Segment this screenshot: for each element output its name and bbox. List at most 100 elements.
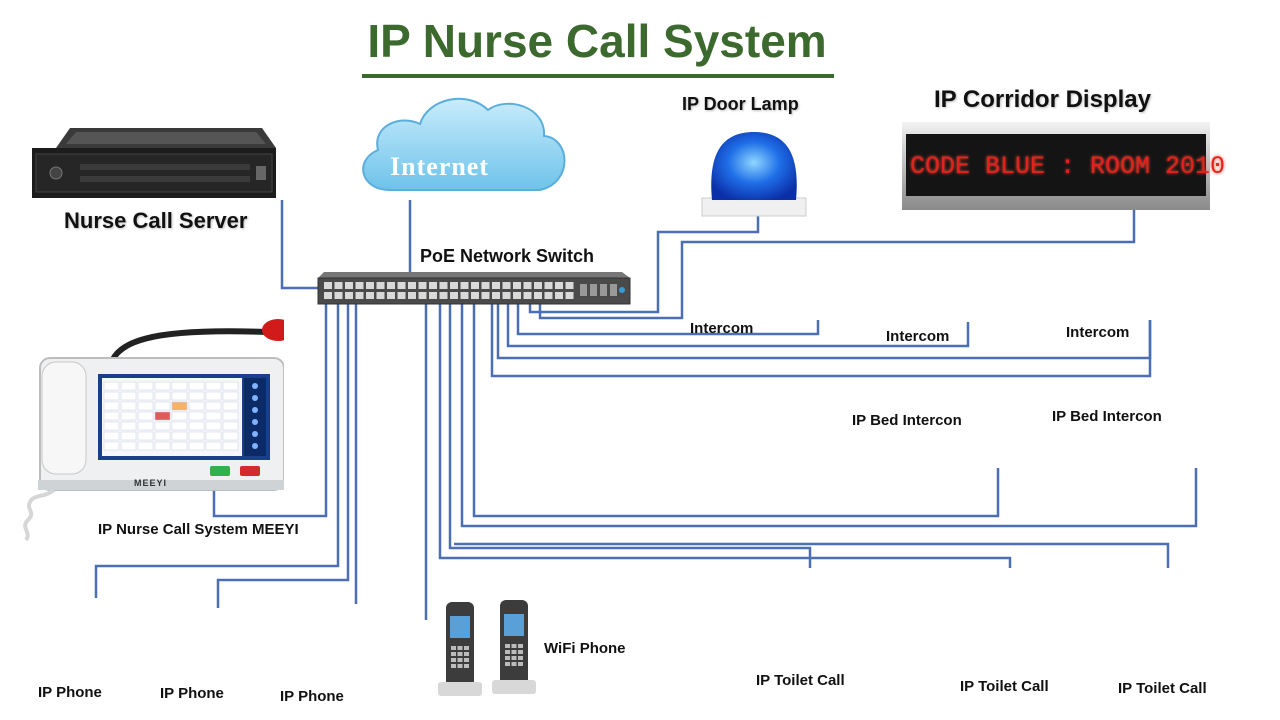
intercom-label: Intercom (886, 328, 950, 345)
toilet-call-label: IP Toilet Call (756, 672, 845, 689)
intercom-label: Intercom (1066, 324, 1130, 341)
console-side-icon (252, 395, 258, 401)
ip-phone-label: IP Phone (160, 685, 224, 702)
console-cell (222, 421, 239, 431)
console-cell (171, 441, 188, 451)
console-cell (120, 411, 137, 421)
switch-port (555, 282, 563, 289)
switch-port (502, 292, 511, 299)
console-cell (103, 401, 120, 411)
nurse-console-icon (23, 319, 284, 542)
console-cell (222, 401, 239, 411)
switch-port (502, 282, 511, 289)
console-cell (103, 421, 120, 431)
intercom-label: Intercom (690, 320, 754, 337)
console-cell (222, 441, 239, 451)
console-cell (171, 401, 188, 411)
door-lamp-icon (701, 132, 807, 217)
switch-port (429, 292, 437, 299)
corridor-message: CODE BLUE : ROOM 2010 (910, 152, 1226, 181)
console-cell (188, 421, 205, 431)
console-cell (188, 411, 205, 421)
wire-intercom-1 (516, 300, 820, 336)
console-cell (171, 411, 188, 421)
console-side-icon (252, 443, 258, 449)
console-cell (137, 401, 154, 411)
console-cell (154, 381, 171, 391)
status-led (619, 287, 625, 293)
console-cell (137, 381, 154, 391)
switch-port (408, 282, 416, 289)
switch-port (397, 282, 406, 289)
console-cell (205, 381, 222, 391)
wire-intercom-3 (496, 300, 1152, 360)
switch-port (418, 282, 427, 289)
wire-bed-intercom-2 (460, 300, 1198, 528)
switch-port (376, 282, 385, 289)
switch-port (513, 292, 521, 299)
cloud-icon (362, 97, 566, 191)
console-cell (222, 381, 239, 391)
switch-port (565, 282, 574, 289)
switch-port (324, 282, 332, 289)
console-cell (120, 391, 137, 401)
wire-bed-intercom-1 (472, 300, 1000, 518)
door-lamp-label: IP Door Lamp (682, 94, 799, 114)
switch-port (471, 282, 479, 289)
console-cell (222, 431, 239, 441)
console-cell (120, 421, 137, 431)
console-cell (154, 401, 171, 411)
switch-label: PoE Network Switch (420, 246, 595, 266)
console-cell (205, 441, 222, 451)
console-cell (188, 381, 205, 391)
console-cell (171, 391, 188, 401)
console-cell (120, 431, 137, 441)
switch-port (439, 292, 448, 299)
switch-port (513, 282, 521, 289)
console-cell (171, 421, 188, 431)
console-cell (205, 391, 222, 401)
console-cell (137, 411, 154, 421)
uplink-port (580, 284, 587, 296)
wire-intercom-2 (506, 300, 970, 348)
console-cell (103, 381, 120, 391)
title-underline (362, 74, 834, 78)
switch-port (492, 292, 500, 299)
console-cell (120, 381, 137, 391)
wire-toilet-3 (454, 542, 1170, 568)
console-label: IP Nurse Call System MEEYI (98, 521, 299, 538)
ip-phone-label: IP Phone (280, 688, 344, 705)
console-cell (222, 411, 239, 421)
switch-port (481, 292, 490, 299)
console-cell (154, 441, 171, 451)
console-side-icon (252, 407, 258, 413)
switch-port (366, 282, 374, 289)
console-cell (103, 441, 120, 451)
console-cell (120, 401, 137, 411)
console-cell (137, 441, 154, 451)
switch-port (429, 282, 437, 289)
switch-port (523, 292, 532, 299)
switch-port (471, 292, 479, 299)
wire-toilet-1 (448, 300, 812, 568)
switch-port (418, 292, 427, 299)
switch-port (481, 282, 490, 289)
switch-port (492, 282, 500, 289)
console-cell (222, 391, 239, 401)
switch-port (544, 292, 553, 299)
switch-port (450, 282, 458, 289)
console-cell (205, 411, 222, 421)
wire-corridor-display (538, 202, 1136, 320)
wire-intercom-bus (490, 300, 1152, 378)
wire-ip-phone-1 (94, 300, 340, 598)
toilet-call-label: IP Toilet Call (1118, 680, 1207, 697)
console-cell (188, 391, 205, 401)
wifi-phone-label: WiFi Phone (544, 640, 626, 657)
switch-port (387, 292, 395, 299)
switch-port (397, 292, 406, 299)
console-cell (103, 411, 120, 421)
switch-port (534, 292, 542, 299)
wifi-handset-icon (438, 600, 536, 696)
